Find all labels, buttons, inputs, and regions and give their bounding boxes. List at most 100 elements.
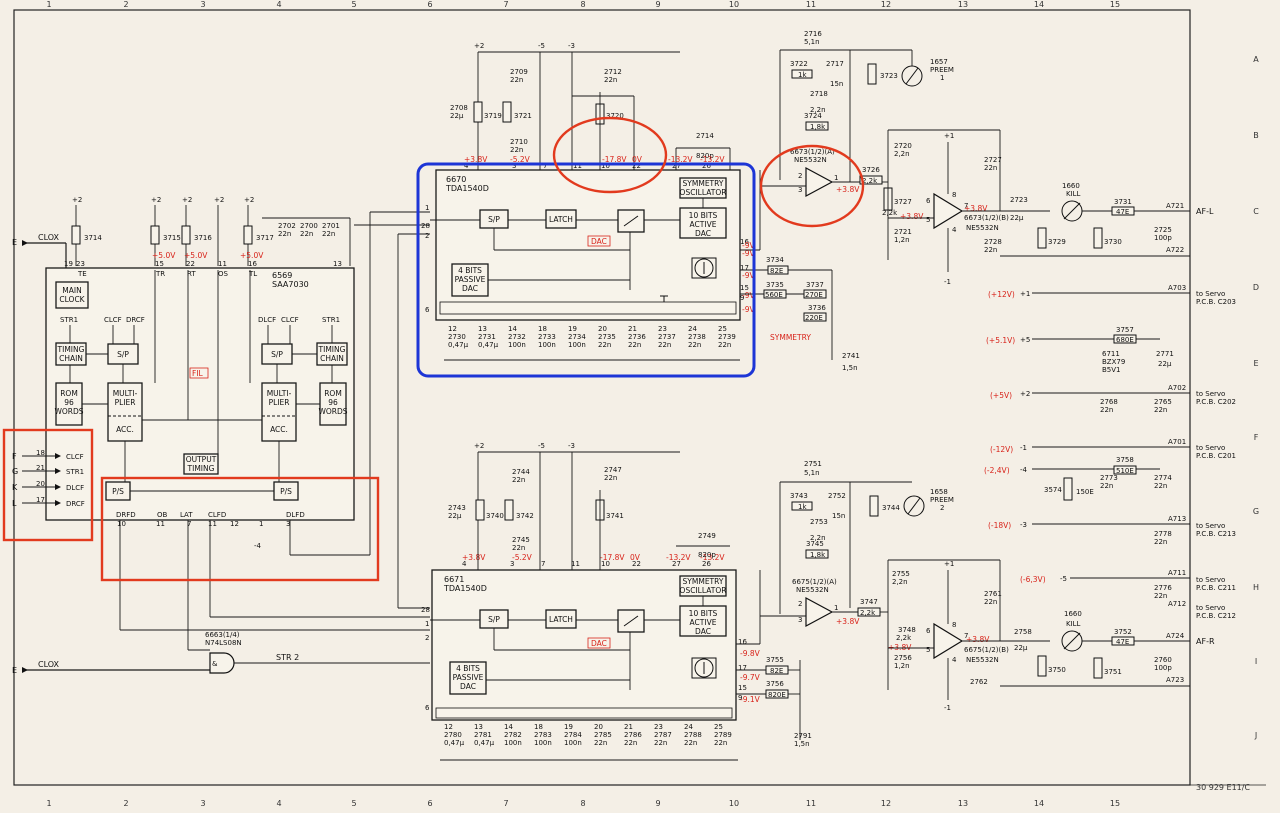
fil-label: FIL: [192, 369, 204, 378]
svg-text:P.C.B. C202: P.C.B. C202: [1196, 398, 1236, 406]
svg-text:-5: -5: [538, 42, 545, 50]
svg-text:A712: A712: [1168, 600, 1186, 608]
svg-text:22n: 22n: [510, 76, 523, 84]
dac-left-top-parts: +2 3719 2708 22µ 2709 22n -5 3721 2710 2…: [450, 42, 755, 314]
svg-text:+3.8V: +3.8V: [836, 617, 860, 626]
svg-text:5,1n: 5,1n: [804, 38, 820, 46]
svg-text:3748: 3748: [898, 626, 916, 634]
svg-text:NE5532N: NE5532N: [796, 586, 829, 594]
svg-text:8: 8: [952, 191, 956, 199]
svg-text:2782: 2782: [504, 731, 522, 739]
svg-text:F: F: [1254, 433, 1259, 442]
svg-text:2774: 2774: [1154, 474, 1172, 482]
svg-text:100n: 100n: [538, 341, 556, 349]
svg-text:LATCH: LATCH: [549, 215, 573, 224]
svg-text:19: 19: [564, 723, 573, 731]
svg-text:3: 3: [286, 520, 290, 528]
svg-text:A724: A724: [1166, 632, 1185, 640]
svg-text:2,2k: 2,2k: [860, 609, 876, 617]
svg-text:100n: 100n: [564, 739, 582, 747]
svg-text:3721: 3721: [514, 112, 532, 120]
svg-text:2768: 2768: [1100, 398, 1118, 406]
svg-text:21: 21: [36, 464, 45, 472]
svg-text:H: H: [1253, 583, 1259, 592]
svg-text:-4: -4: [1020, 466, 1028, 474]
svg-text:3730: 3730: [1104, 238, 1122, 246]
svg-text:2784: 2784: [564, 731, 582, 739]
svg-text:22µ: 22µ: [1010, 214, 1024, 222]
svg-text:680E: 680E: [1116, 336, 1134, 344]
svg-text:2744: 2744: [512, 468, 530, 476]
svg-text:2: 2: [940, 504, 944, 512]
svg-text:22n: 22n: [512, 544, 525, 552]
svg-text:3724: 3724: [804, 112, 822, 120]
svg-text:22n: 22n: [598, 341, 611, 349]
svg-text:+2: +2: [1020, 390, 1030, 398]
svg-text:27: 27: [672, 560, 681, 568]
svg-text:TL: TL: [248, 270, 257, 278]
svg-text:+3.8V: +3.8V: [464, 155, 488, 164]
svg-text:11: 11: [806, 0, 816, 9]
svg-text:(+12V): (+12V): [988, 290, 1015, 299]
svg-text:3744: 3744: [882, 504, 900, 512]
svg-text:2781: 2781: [474, 731, 492, 739]
svg-text:2758: 2758: [1014, 628, 1032, 636]
svg-text:2: 2: [798, 172, 802, 180]
svg-text:-13.2V: -13.2V: [700, 553, 725, 562]
svg-text:2747: 2747: [604, 466, 622, 474]
svg-text:1: 1: [834, 174, 838, 182]
svg-text:13: 13: [333, 260, 342, 268]
svg-text:22n: 22n: [1100, 482, 1113, 490]
svg-text:6: 6: [926, 197, 931, 205]
svg-text:2780: 2780: [444, 731, 462, 739]
svg-text:NE5532N: NE5532N: [966, 224, 999, 232]
svg-text:DAC: DAC: [695, 229, 711, 238]
svg-text:0V: 0V: [632, 155, 643, 164]
svg-text:STR1: STR1: [60, 316, 78, 324]
svg-text:22n: 22n: [984, 246, 997, 254]
svg-text:15n: 15n: [832, 512, 845, 520]
svg-text:-9V: -9V: [742, 291, 755, 300]
svg-text:E: E: [12, 238, 17, 247]
svg-text:P.C.B. C203: P.C.B. C203: [1196, 298, 1236, 306]
svg-text:24: 24: [684, 723, 693, 731]
svg-text:6711: 6711: [1102, 350, 1120, 358]
svg-text:14: 14: [504, 723, 513, 731]
svg-text:MAIN: MAIN: [62, 286, 81, 295]
svg-text:3: 3: [512, 162, 516, 170]
svg-text:2765: 2765: [1154, 398, 1172, 406]
svg-text:3717: 3717: [256, 234, 274, 242]
svg-text:1: 1: [46, 799, 51, 808]
svg-text:-17.8V: -17.8V: [600, 553, 625, 562]
svg-text:+5.0V: +5.0V: [184, 251, 208, 260]
svg-text:6673(1/2)(A): 6673(1/2)(A): [790, 148, 835, 156]
svg-text:4: 4: [462, 560, 467, 568]
svg-text:3734: 3734: [766, 256, 784, 264]
svg-text:2721: 2721: [894, 228, 912, 236]
svg-text:13: 13: [474, 723, 483, 731]
svg-text:22n: 22n: [1154, 538, 1167, 546]
svg-text:2,2k: 2,2k: [896, 634, 912, 642]
svg-text:10: 10: [601, 162, 610, 170]
svg-text:-5.2V: -5.2V: [510, 155, 531, 164]
svg-text:-9V: -9V: [742, 305, 755, 314]
svg-text:2: 2: [123, 0, 128, 9]
svg-text:2720: 2720: [894, 142, 912, 150]
svg-text:5,1n: 5,1n: [804, 469, 820, 477]
svg-text:CLCF: CLCF: [104, 316, 122, 324]
svg-text:6671: 6671: [444, 575, 464, 584]
svg-text:2738: 2738: [688, 333, 706, 341]
svg-text:2755: 2755: [892, 570, 910, 578]
svg-text:(-12V): (-12V): [990, 445, 1013, 454]
svg-text:100n: 100n: [504, 739, 522, 747]
svg-text:F: F: [12, 452, 17, 461]
svg-text:C: C: [1253, 207, 1259, 216]
svg-text:WORDS: WORDS: [54, 407, 83, 416]
svg-text:15: 15: [738, 684, 747, 692]
svg-text:12: 12: [444, 723, 453, 731]
multiplier-left-block: [107, 382, 143, 442]
svg-text:2786: 2786: [624, 731, 642, 739]
svg-text:to Servo: to Servo: [1196, 604, 1225, 612]
svg-text:+3.8V: +3.8V: [836, 185, 860, 194]
svg-text:23: 23: [76, 260, 85, 268]
